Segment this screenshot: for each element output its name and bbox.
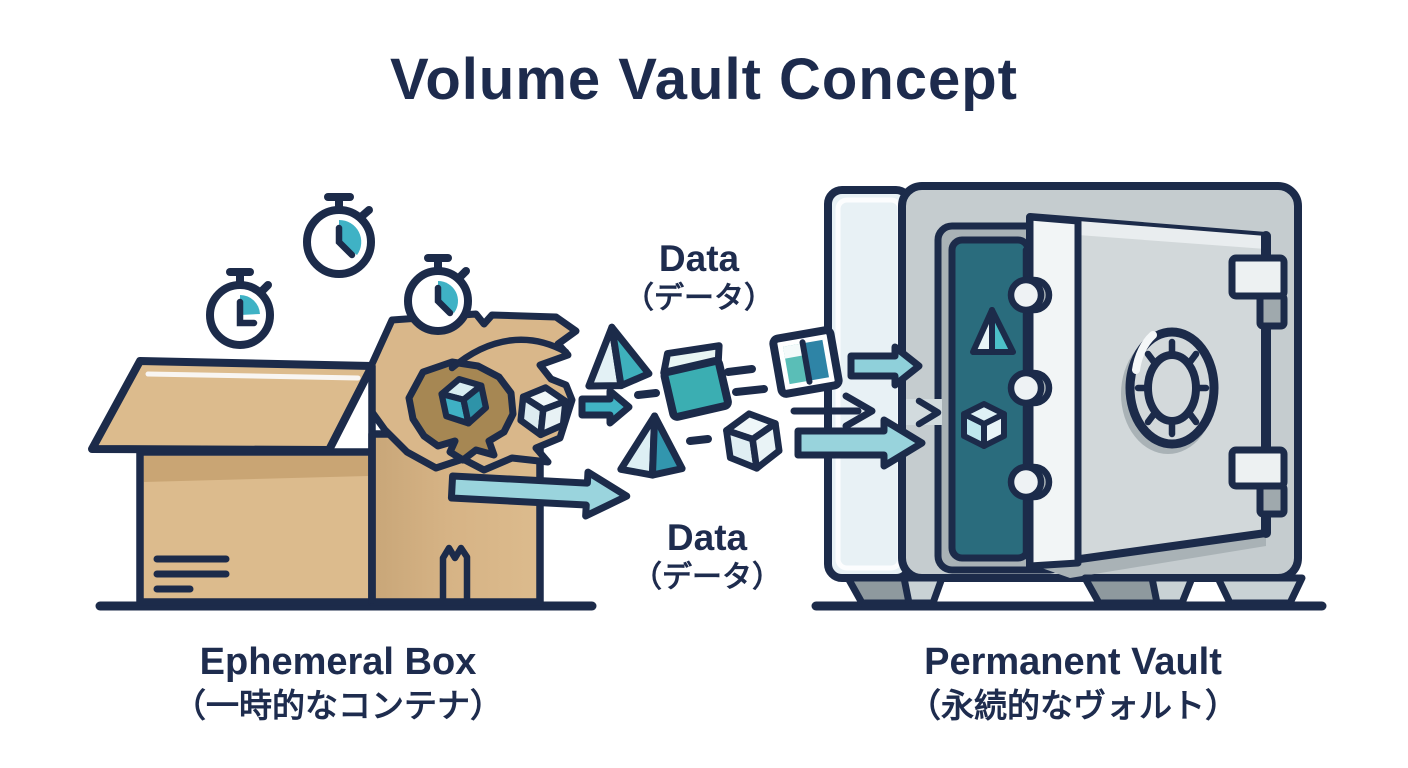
caption-permanent-vault-ja: （永続的なヴォルト） bbox=[908, 686, 1238, 724]
data-label-top-en: Data bbox=[658, 238, 740, 279]
stopwatch-icon bbox=[303, 193, 375, 278]
box-shadow-band bbox=[144, 456, 368, 482]
data-tile-icon bbox=[769, 326, 843, 398]
pyramid-icon bbox=[617, 412, 686, 479]
arrow-right-icon bbox=[790, 392, 876, 430]
data-label-bottom-ja: （データ） bbox=[632, 561, 782, 595]
vault-dial-icon bbox=[1121, 327, 1219, 454]
pyramid-icon bbox=[585, 323, 653, 390]
flow-arrows bbox=[447, 343, 942, 520]
page-title: Volume Vault Concept bbox=[389, 47, 1019, 112]
box-tear-mark bbox=[439, 544, 471, 604]
caption-ephemeral-box: Ephemeral Box （一時的なコンテナ） bbox=[173, 641, 503, 725]
carton-icon bbox=[660, 342, 732, 421]
cube-icon bbox=[961, 401, 1007, 449]
motion-arc bbox=[448, 336, 570, 372]
cube-icon bbox=[438, 375, 490, 427]
data-label-top: Data （データ） bbox=[624, 238, 774, 316]
caption-ephemeral-box-ja: （一時的なコンテナ） bbox=[173, 686, 503, 724]
data-label-bottom-en: Data bbox=[666, 517, 748, 558]
data-label-bottom: Data （データ） bbox=[632, 517, 782, 595]
arrow-right-icon bbox=[847, 343, 923, 389]
stopwatch-icon bbox=[206, 268, 274, 349]
arrow-right-icon bbox=[906, 397, 942, 428]
stopwatch-icon bbox=[404, 254, 472, 335]
data-label-top-ja: （データ） bbox=[624, 282, 774, 316]
door-top-highlight bbox=[1078, 221, 1266, 249]
data-shapes bbox=[585, 323, 843, 479]
caption-permanent-vault: Permanent Vault （永続的なヴォルト） bbox=[908, 641, 1238, 725]
flap-highlight bbox=[145, 371, 361, 381]
dial-ticks bbox=[1134, 338, 1210, 438]
pyramid-icon bbox=[970, 307, 1016, 355]
caption-ephemeral-box-en: Ephemeral Box bbox=[199, 641, 477, 683]
caption-permanent-vault-en: Permanent Vault bbox=[924, 641, 1222, 683]
arrow-right-icon bbox=[447, 468, 631, 520]
arrow-right-icon bbox=[794, 416, 926, 470]
door-latches bbox=[1228, 254, 1288, 518]
ephemeral-box-illustration bbox=[88, 310, 580, 606]
cube-icon bbox=[517, 384, 569, 439]
hinge-knobs bbox=[1007, 276, 1053, 501]
cube-icon bbox=[723, 410, 783, 472]
arrow-right-icon bbox=[578, 387, 633, 427]
box-label-lines bbox=[153, 555, 230, 593]
dash-marks bbox=[634, 365, 768, 445]
vault-feet bbox=[844, 574, 1306, 607]
vault-illustration bbox=[824, 182, 1306, 607]
